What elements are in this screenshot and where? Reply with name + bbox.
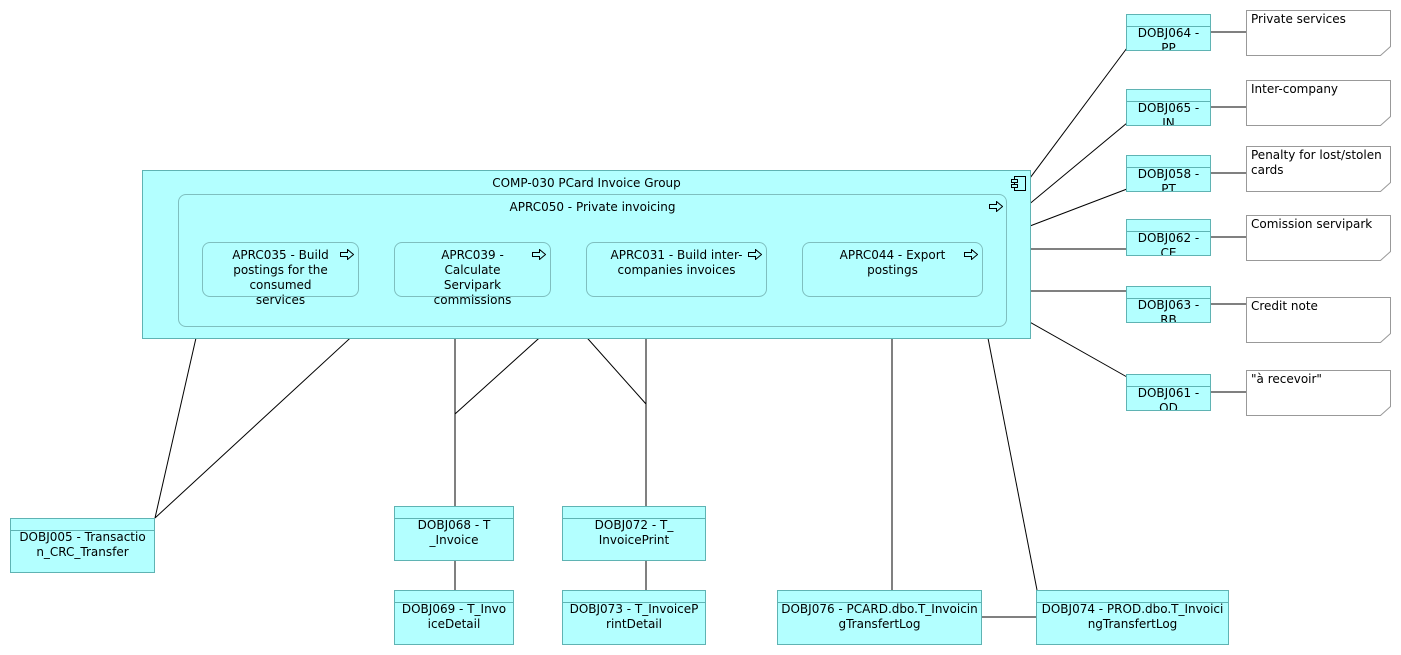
data-object-header	[395, 507, 513, 519]
process-arrow-icon	[989, 201, 1003, 212]
data-object-dobj061[interactable]: DOBJ061 - OD	[1126, 374, 1211, 411]
note-a-recevoir[interactable]: "à recevoir"	[1246, 370, 1391, 416]
data-object-label: DOBJ065 - IN	[1137, 101, 1200, 126]
data-object-dobj065[interactable]: DOBJ065 - IN	[1126, 89, 1211, 126]
data-object-header	[1127, 156, 1210, 168]
data-object-label: DOBJ058 - PT	[1137, 167, 1200, 192]
process-label: APRC035 - Build postings for the consume…	[232, 248, 329, 307]
group-title: APRC050 - Private invoicing	[509, 200, 676, 214]
process-aprc044[interactable]: APRC044 - Export postings	[802, 242, 983, 297]
data-object-dobj068[interactable]: DOBJ068 - T_Invoice	[394, 506, 514, 561]
note-private-services[interactable]: Private services	[1246, 10, 1391, 56]
data-object-header	[1127, 375, 1210, 387]
process-aprc031[interactable]: APRC031 - Build inter-companies invoices	[586, 242, 767, 297]
data-object-dobj064[interactable]: DOBJ064 - PP	[1126, 14, 1211, 51]
process-label: APRC044 - Export postings	[839, 248, 946, 277]
data-object-label: DOBJ005 - Transaction_CRC_Transfer	[19, 530, 146, 559]
data-object-label: DOBJ068 - T_Invoice	[417, 518, 491, 547]
data-object-dobj062[interactable]: DOBJ062 - CE	[1126, 219, 1211, 256]
data-object-dobj076[interactable]: DOBJ076 - PCARD.dbo.T_InvoicingTransfert…	[777, 590, 982, 645]
data-object-label: DOBJ062 - CE	[1137, 231, 1200, 256]
process-arrow-icon	[532, 249, 546, 260]
data-object-dobj073[interactable]: DOBJ073 - T_InvoicePrintDetail	[562, 590, 706, 645]
data-object-header	[563, 591, 705, 603]
process-label: APRC039 - Calculate Servipark commission…	[433, 248, 512, 307]
data-object-dobj005[interactable]: DOBJ005 - Transaction_CRC_Transfer	[10, 518, 155, 573]
process-aprc039[interactable]: APRC039 - Calculate Servipark commission…	[394, 242, 551, 307]
note-text: Comission servipark	[1251, 217, 1373, 231]
process-arrow-icon	[340, 249, 354, 260]
data-object-header	[1127, 220, 1210, 232]
data-object-dobj072[interactable]: DOBJ072 - T_InvoicePrint	[562, 506, 706, 561]
wire-aprc044-dobj074	[979, 296, 1038, 591]
data-object-label: DOBJ074 - PROD.dbo.T_InvoicingTransfertL…	[1041, 602, 1224, 631]
data-object-label: DOBJ072 - T_InvoicePrint	[594, 518, 674, 547]
note-text: "à recevoir"	[1251, 372, 1322, 386]
data-object-header	[1127, 15, 1210, 27]
data-object-dobj063[interactable]: DOBJ063 - RB	[1126, 286, 1211, 323]
component-icon	[1011, 176, 1026, 191]
note-text: Inter-company	[1251, 82, 1339, 96]
data-object-label: DOBJ073 - T_InvoicePrintDetail	[569, 602, 699, 631]
data-object-label: DOBJ063 - RB	[1137, 298, 1200, 323]
data-object-header	[395, 591, 513, 603]
note-text: Credit note	[1251, 299, 1318, 313]
component-title: COMP-030 PCard Invoice Group	[492, 176, 681, 190]
process-aprc035[interactable]: APRC035 - Build postings for the consume…	[202, 242, 359, 307]
note-commission-servipark[interactable]: Comission servipark	[1246, 215, 1391, 261]
data-object-label: DOBJ064 - PP	[1137, 26, 1200, 51]
data-object-header	[1037, 591, 1228, 603]
data-object-label: DOBJ061 - OD	[1137, 386, 1200, 411]
process-label: APRC031 - Build inter-companies invoices	[610, 248, 743, 277]
note-inter-company[interactable]: Inter-company	[1246, 80, 1391, 126]
data-object-header	[563, 507, 705, 519]
data-object-header	[778, 591, 981, 603]
data-object-label: DOBJ069 - T_InvoiceDetail	[401, 602, 507, 631]
data-object-dobj058[interactable]: DOBJ058 - PT	[1126, 155, 1211, 192]
data-object-header	[1127, 287, 1210, 299]
data-object-header	[1127, 90, 1210, 102]
note-text: Penalty for lost/stolen cards	[1251, 148, 1382, 177]
note-penalty[interactable]: Penalty for lost/stolen cards	[1246, 146, 1391, 192]
process-arrow-icon	[748, 249, 762, 260]
data-object-dobj074[interactable]: DOBJ074 - PROD.dbo.T_InvoicingTransfertL…	[1036, 590, 1229, 645]
note-credit-note[interactable]: Credit note	[1246, 297, 1391, 343]
data-object-label: DOBJ076 - PCARD.dbo.T_InvoicingTransfert…	[781, 602, 978, 631]
process-arrow-icon	[964, 249, 978, 260]
data-object-dobj069[interactable]: DOBJ069 - T_InvoiceDetail	[394, 590, 514, 645]
data-object-header	[11, 519, 154, 531]
note-text: Private services	[1251, 12, 1346, 26]
